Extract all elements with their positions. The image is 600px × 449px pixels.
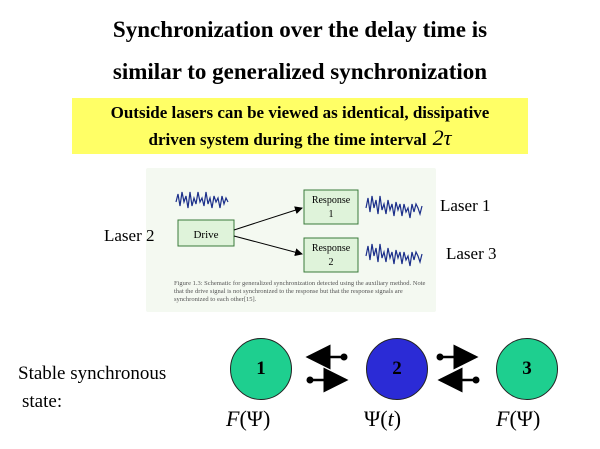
response-2-label-b: 2 [329, 257, 334, 268]
response-2-label-a: Response [312, 243, 351, 254]
laser-2-label: Laser 2 [104, 226, 155, 245]
response-1-label-a: Response [312, 195, 351, 206]
node-1: 1 [230, 338, 292, 400]
formula-1-arg: Ψ [246, 406, 264, 431]
highlight-line-1: Outside lasers can be viewed as identica… [110, 103, 490, 122]
response-2-waveform [365, 243, 423, 267]
drive-to-response-1-arrow [233, 206, 303, 231]
drive-label: Drive [193, 229, 218, 241]
laser-1-label: Laser 1 [440, 196, 491, 215]
slide-title-line-2: similar to generalized synchronization [112, 59, 488, 84]
formula-1-fn: F [226, 406, 240, 431]
drive-box [177, 219, 235, 247]
stable-state-label-line-1: Stable synchronous [18, 363, 167, 384]
formula-node-1: F(Ψ) [226, 406, 271, 431]
schematic-figure: Drive Response 1 Response 2 Figure 1.3: … [146, 168, 436, 312]
arrow-2-to-1-dot [340, 353, 348, 361]
highlight-line-2-text: driven system during the time interval [148, 130, 427, 149]
highlight-line-2: driven system during the time interval 2τ [72, 126, 528, 152]
arrow-2-to-3-dot [436, 353, 444, 361]
formula-node-3: F(Ψ) [496, 406, 541, 431]
response-1-box [303, 189, 359, 225]
formula-node-2: Ψ(t) [364, 406, 402, 431]
formula-3-arg: Ψ [516, 406, 534, 431]
response-1-label-b: 1 [329, 209, 334, 220]
laser-3-label: Laser 3 [446, 244, 497, 263]
drive-signal-waveform [175, 191, 229, 209]
drive-to-response-2-arrow [233, 235, 303, 257]
formula-3-fn: F [496, 406, 510, 431]
response-1-waveform [365, 195, 423, 219]
response-2-box [303, 237, 359, 273]
figure-caption: Figure 1.3: Schematic for generalized sy… [174, 280, 426, 303]
tau-symbol: 2τ [432, 125, 452, 150]
formula-2-arg: t [387, 406, 394, 431]
arrow-3-to-2-dot [472, 376, 480, 384]
formula-2-fn: Ψ [364, 406, 381, 431]
schematic-svg: Drive Response 1 Response 2 [175, 189, 423, 273]
highlight-box: Outside lasers can be viewed as identica… [72, 98, 528, 154]
slide-title-line-1: Synchronization over the delay time is [112, 17, 488, 42]
node-2: 2 [366, 338, 428, 400]
arrow-1-to-2-dot [306, 376, 314, 384]
node-3: 3 [496, 338, 558, 400]
stable-state-label-line-2: state: [22, 391, 63, 412]
